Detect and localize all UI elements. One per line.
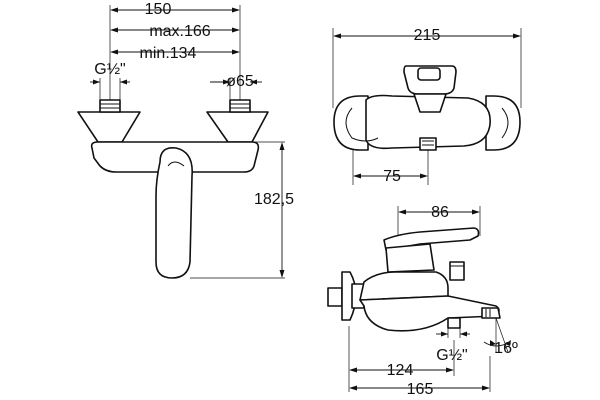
front-thread-dimension: G½" bbox=[90, 61, 130, 100]
front-view-faucet-body bbox=[77, 99, 269, 279]
side-thread-label: G½" bbox=[436, 347, 467, 364]
front-min-dimension: min.134 bbox=[110, 45, 240, 62]
front-thread-label: G½" bbox=[94, 61, 125, 78]
front-max-dimension: max.166 bbox=[110, 23, 240, 40]
top-view-faucet-body bbox=[333, 65, 521, 151]
front-diameter-dimension: ø65 bbox=[210, 73, 262, 100]
side-spout-label: 124 bbox=[387, 362, 414, 379]
side-lever-dimension: 86 bbox=[398, 204, 480, 221]
side-thread-dimension: G½" bbox=[436, 328, 470, 364]
side-view: 86 bbox=[327, 204, 518, 398]
front-view: 150 max.166 min.134 G½" bbox=[77, 1, 294, 279]
front-width-dimension: 150 bbox=[110, 1, 240, 18]
top-width-label: 215 bbox=[414, 27, 441, 44]
top-offset-dimension: 75 bbox=[353, 168, 428, 185]
side-spout-dimension: 124 bbox=[349, 362, 454, 379]
top-view: 215 75 bbox=[332, 27, 522, 185]
side-lever-label: 86 bbox=[431, 204, 449, 221]
side-view-faucet-body bbox=[327, 227, 501, 332]
front-width-label: 150 bbox=[145, 1, 172, 18]
front-height-label: 182,5 bbox=[254, 191, 294, 208]
top-width-dimension: 215 bbox=[333, 27, 521, 44]
top-offset-label: 75 bbox=[383, 168, 401, 185]
side-total-dimension: 165 bbox=[349, 381, 490, 398]
side-angle-label: 16º bbox=[494, 340, 518, 357]
front-min-label: min.134 bbox=[140, 45, 197, 62]
side-angle-dimension: 16º bbox=[483, 317, 518, 357]
front-max-label: max.166 bbox=[149, 23, 210, 40]
front-diameter-label: ø65 bbox=[226, 73, 254, 90]
side-total-label: 165 bbox=[407, 381, 434, 398]
front-height-dimension: 182,5 bbox=[254, 142, 294, 278]
